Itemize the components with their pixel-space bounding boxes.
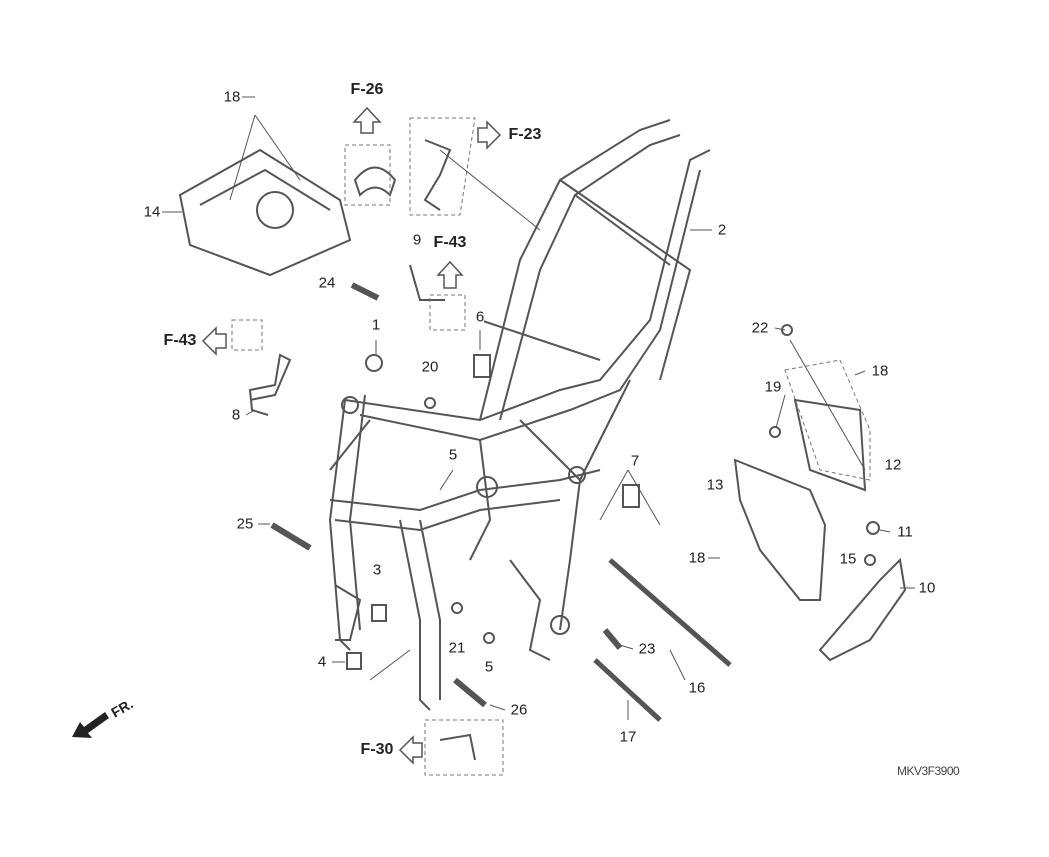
callout-7[interactable]: 7 <box>630 452 640 470</box>
callout-21[interactable]: 21 <box>448 639 466 657</box>
callout-12[interactable]: 12 <box>884 456 902 474</box>
callout-14[interactable]: 14 <box>143 203 161 221</box>
part-f23 <box>423 139 452 211</box>
callout-1[interactable]: 1 <box>371 316 381 334</box>
ref-f43-top[interactable]: F-43 <box>433 234 467 251</box>
callout-6[interactable]: 6 <box>475 308 485 326</box>
callout-16[interactable]: 16 <box>688 679 706 697</box>
callout-8[interactable]: 8 <box>231 406 241 424</box>
bracket-9 <box>409 264 445 301</box>
part-f30 <box>439 733 476 761</box>
callout-5[interactable]: 5 <box>484 658 494 676</box>
callout-23[interactable]: 23 <box>638 640 656 658</box>
callout-17[interactable]: 17 <box>619 728 637 746</box>
ref-f23[interactable]: F-23 <box>508 126 542 143</box>
callout-18[interactable]: 18 <box>223 88 241 106</box>
arrow-left-f43 <box>201 326 227 356</box>
callout-4[interactable]: 4 <box>317 653 327 671</box>
callout-18[interactable]: 18 <box>688 549 706 567</box>
callout-20[interactable]: 20 <box>421 358 439 376</box>
front-arrow-icon <box>72 712 109 738</box>
callout-5[interactable]: 5 <box>448 446 458 464</box>
bracket-8 <box>248 353 292 416</box>
callout-10[interactable]: 10 <box>918 579 936 597</box>
part-12-box <box>793 398 867 492</box>
callout-18[interactable]: 18 <box>871 362 889 380</box>
callout-15[interactable]: 15 <box>839 550 857 568</box>
part-f26 <box>353 166 397 197</box>
callout-3[interactable]: 3 <box>372 561 382 579</box>
callout-26[interactable]: 26 <box>510 701 528 719</box>
callout-19[interactable]: 19 <box>764 378 782 396</box>
arrow-right-f23 <box>477 120 502 150</box>
callout-11[interactable]: 11 <box>897 523 913 541</box>
ref-f26[interactable]: F-26 <box>350 81 384 98</box>
diagram-code: MKV3F3900 <box>897 764 960 778</box>
battery-tray-part-14 <box>178 148 352 277</box>
ref-f30[interactable]: F-30 <box>360 741 394 758</box>
callout-9[interactable]: 9 <box>412 231 422 249</box>
main-frame <box>328 119 711 711</box>
part-13-panel <box>733 458 827 601</box>
arrow-up-f43 <box>436 260 464 289</box>
callout-24[interactable]: 24 <box>318 274 336 292</box>
callout-25[interactable]: 25 <box>236 515 254 533</box>
arrow-left-f30 <box>398 735 423 765</box>
part-10-bracket <box>818 557 907 662</box>
callout-22[interactable]: 22 <box>751 319 769 337</box>
arrow-up-f26 <box>352 106 382 134</box>
ref-f43-left[interactable]: F-43 <box>163 332 197 349</box>
callout-13[interactable]: 13 <box>706 476 724 494</box>
callout-2[interactable]: 2 <box>717 221 727 239</box>
